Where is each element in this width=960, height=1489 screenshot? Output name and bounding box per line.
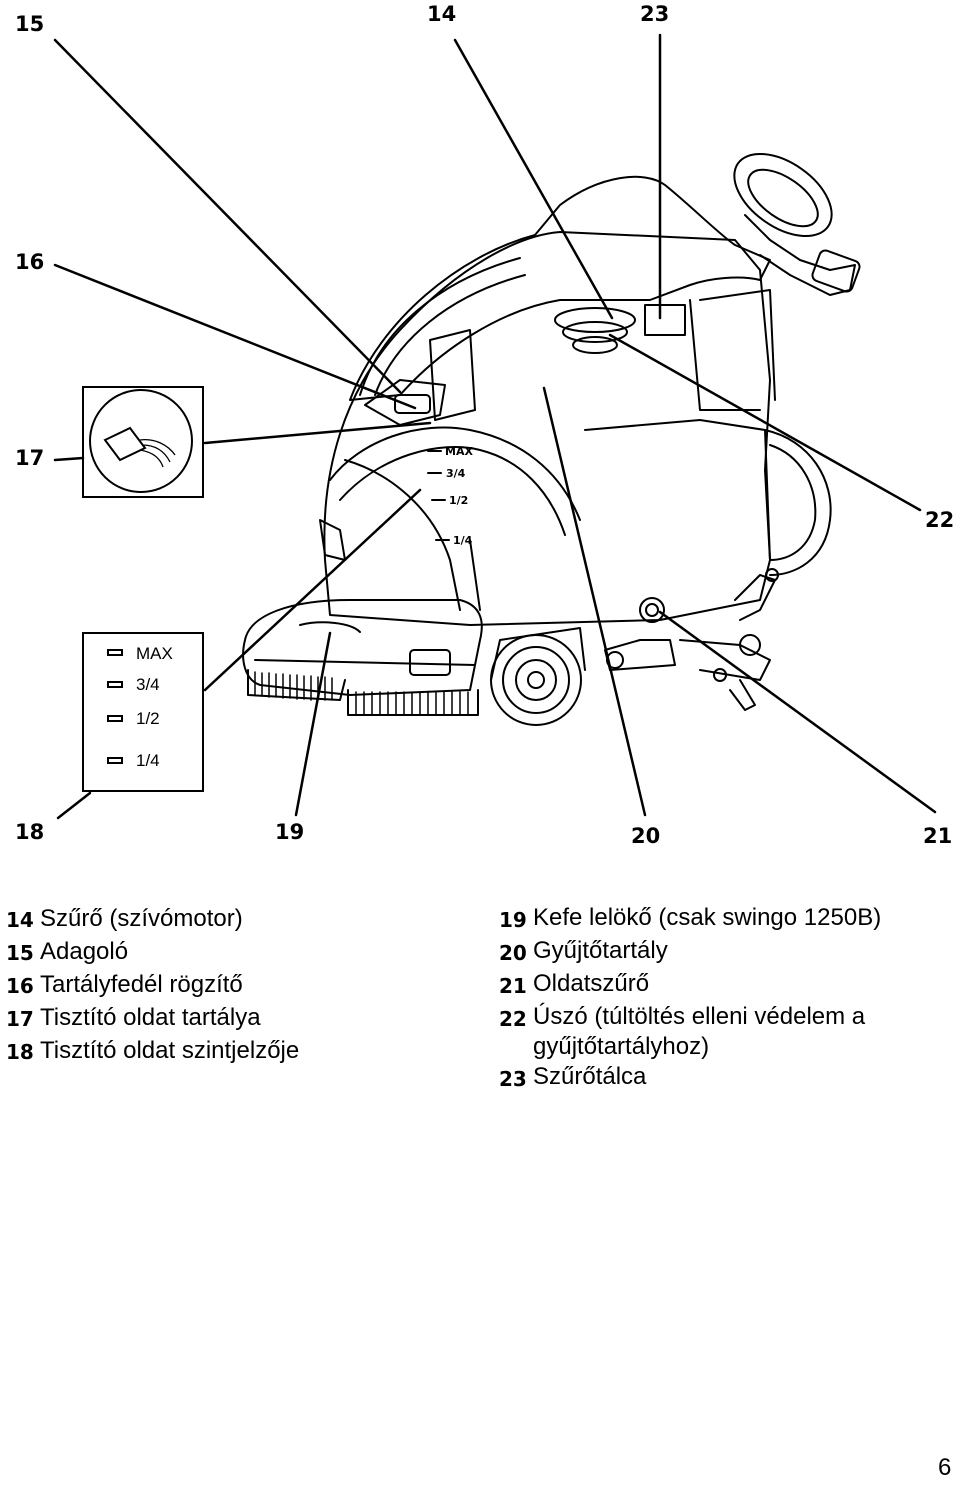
legend-number: 20 xyxy=(499,941,527,965)
machine-body xyxy=(323,231,771,626)
legend-number: 17 xyxy=(6,1007,34,1031)
leader-15 xyxy=(53,38,402,394)
legend-item: 22 Úszó (túltöltés elleni védelem a gyűj… xyxy=(499,1002,954,1062)
brush-deck xyxy=(242,599,483,696)
legend-label: Tartályfedél rögzítő xyxy=(40,971,243,998)
callout-14: 14 xyxy=(427,2,457,26)
legend-item: 17 Tisztító oldat tartálya xyxy=(6,1002,486,1035)
callout-15: 15 xyxy=(15,12,45,36)
filter-cover xyxy=(554,307,636,333)
gauge-inset-1-4: 1/4 xyxy=(136,751,160,770)
callout-18: 18 xyxy=(15,820,45,844)
leader-20 xyxy=(542,386,647,817)
drain-hose xyxy=(764,429,832,576)
legend-number: 22 xyxy=(499,1007,527,1031)
body-level-1-2: 1/2 xyxy=(449,494,468,507)
leader-16 xyxy=(53,263,417,410)
legend-label: Szűrő (szívómotor) xyxy=(40,905,243,932)
legend-number: 14 xyxy=(6,908,34,932)
legend-item: 23 Szűrőtálca xyxy=(499,1062,954,1095)
legend-label: Adagoló xyxy=(40,938,129,965)
machine-hood xyxy=(349,175,771,401)
handle-grip xyxy=(811,249,861,293)
legend-item: 20 Gyűjtőtartály xyxy=(499,936,954,969)
steering-wheel xyxy=(733,152,833,238)
solution-tank-inset xyxy=(82,386,204,498)
leader-18 xyxy=(56,791,92,820)
legend-right: 19 Kefe lelökő (csak swingo 1250B) 20 Gy… xyxy=(499,903,954,1095)
body-level-1-4: 1/4 xyxy=(453,534,473,547)
gauge-inset-3-4: 3/4 xyxy=(136,675,160,694)
body-level-3-4: 3/4 xyxy=(446,467,466,480)
page-number: 6 xyxy=(938,1454,952,1481)
legend-label: Kefe lelökő (csak swingo 1250B) xyxy=(533,904,882,931)
leader-18-gauge xyxy=(203,488,422,692)
legend-number: 15 xyxy=(6,941,34,965)
legend-left: 14 Szűrő (szívómotor) 15 Adagoló 16 Tart… xyxy=(6,903,486,1068)
legend-item: 19 Kefe lelökő (csak swingo 1250B) xyxy=(499,903,954,936)
gauge-inset-max: MAX xyxy=(136,644,173,663)
brush-bristles xyxy=(247,669,346,701)
legend-number: 19 xyxy=(499,908,527,932)
legend-label: Úszó (túltöltés elleni védelem a gyűjtőt… xyxy=(533,1003,866,1060)
leader-21 xyxy=(658,610,937,814)
callout-23: 23 xyxy=(640,2,670,26)
callout-20: 20 xyxy=(631,824,661,848)
legend-number: 21 xyxy=(499,974,527,998)
leader-14 xyxy=(453,38,614,320)
leader-19 xyxy=(294,631,332,817)
dosing-unit xyxy=(429,329,476,421)
legend-label: Oldatszűrő xyxy=(533,970,650,997)
level-gauge-inset xyxy=(82,632,204,792)
leader-22 xyxy=(608,333,922,512)
legend-number: 18 xyxy=(6,1040,34,1064)
leader-17-stub xyxy=(53,456,85,462)
legend-item: 15 Adagoló xyxy=(6,936,486,969)
callout-19: 19 xyxy=(275,820,305,844)
callout-17: 17 xyxy=(15,446,45,470)
legend-item: 14 Szűrő (szívómotor) xyxy=(6,903,486,936)
machine-diagram: MAX 3/4 1/2 1/4 MAX 3/4 1/2 1/4 xyxy=(53,33,937,820)
body-level-max: MAX xyxy=(445,445,473,458)
legend-number: 16 xyxy=(6,974,34,998)
rear-wheel xyxy=(490,634,582,726)
legend-item: 18 Tisztító oldat szintjelzője xyxy=(6,1035,486,1068)
legend-label: Gyűjtőtartály xyxy=(533,937,668,964)
legend-item: 21 Oldatszűrő xyxy=(499,969,954,1002)
callout-16: 16 xyxy=(15,250,45,274)
solution-filter xyxy=(639,597,665,623)
legend-item: 16 Tartályfedél rögzítő xyxy=(6,969,486,1002)
gauge-inset-1-2: 1/2 xyxy=(136,709,160,728)
callout-22: 22 xyxy=(925,508,955,532)
legend-number: 23 xyxy=(499,1067,527,1091)
legend-label: Tisztító oldat tartálya xyxy=(40,1004,261,1031)
callout-21: 21 xyxy=(923,824,953,848)
legend-label: Szűrőtálca xyxy=(533,1063,647,1090)
leader-17 xyxy=(203,421,432,445)
legend-label: Tisztító oldat szintjelzője xyxy=(40,1037,300,1064)
